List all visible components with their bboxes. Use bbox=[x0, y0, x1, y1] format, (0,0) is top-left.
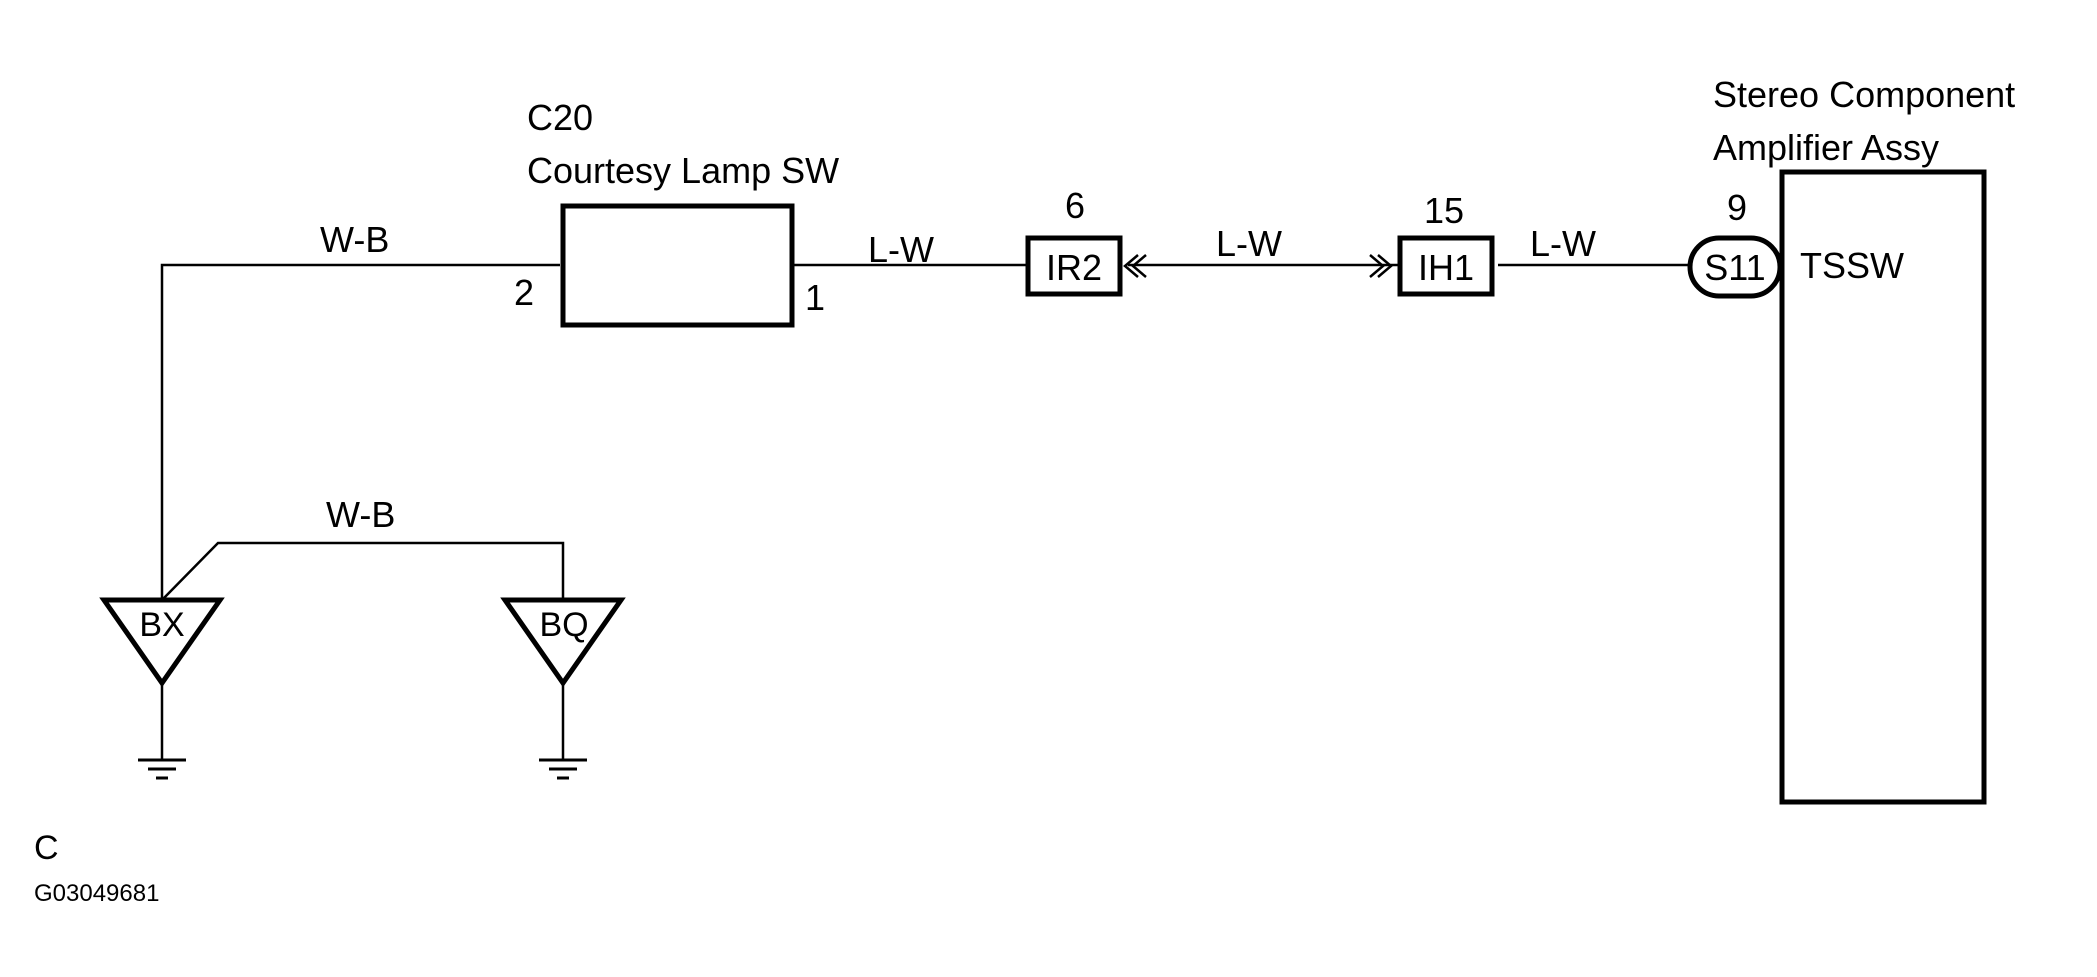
courtesy-switch-pin-left: 2 bbox=[514, 272, 534, 313]
connector-ih1 bbox=[1397, 235, 1495, 297]
ground-point-bq bbox=[500, 597, 626, 688]
footer-letter: C bbox=[34, 829, 59, 867]
amplifier-name-line2: Amplifier Assy bbox=[1713, 127, 1939, 168]
mating-arrows-ih1 bbox=[1369, 254, 1393, 278]
connector-s11 bbox=[1687, 235, 1783, 299]
courtesy-switch-pin-right: 1 bbox=[805, 277, 825, 318]
footer-code: G03049681 bbox=[34, 880, 159, 907]
connector-ih1-pin: 15 bbox=[1424, 190, 1464, 231]
amplifier-terminal-tssw: TSSW bbox=[1800, 245, 1904, 286]
amplifier-box bbox=[1779, 169, 1987, 805]
mating-arrows-ir2 bbox=[1123, 254, 1147, 278]
wire-wb-top bbox=[160, 263, 560, 600]
courtesy-switch-code: C20 bbox=[527, 97, 593, 138]
ground-bx-symbol bbox=[138, 683, 186, 780]
connector-s11-pin: 9 bbox=[1727, 187, 1747, 228]
connector-s11-label: S11 bbox=[1704, 247, 1765, 288]
connector-ir2-label: IR2 bbox=[1046, 247, 1102, 288]
wire-label-lw-1: L-W bbox=[868, 229, 934, 270]
wire-label-lw-3: L-W bbox=[1530, 223, 1596, 264]
courtesy-switch-name: Courtesy Lamp SW bbox=[527, 150, 839, 191]
wire-label-wb-bottom: W-B bbox=[326, 494, 395, 535]
wire-label-lw-2: L-W bbox=[1216, 223, 1282, 264]
courtesy-lamp-switch-box bbox=[560, 203, 795, 328]
ground-point-bx bbox=[99, 597, 225, 688]
connector-ir2 bbox=[1025, 235, 1123, 297]
amplifier-name-line1: Stereo Component bbox=[1713, 74, 2015, 115]
ground-bx-label: BX bbox=[139, 606, 184, 644]
ground-bq-symbol bbox=[539, 683, 587, 780]
wire-label-wb-top: W-B bbox=[320, 219, 389, 260]
connector-ir2-pin: 6 bbox=[1065, 185, 1085, 226]
wire-wb-bottom bbox=[161, 541, 565, 601]
ground-bq-label: BQ bbox=[539, 606, 588, 644]
connector-ih1-label: IH1 bbox=[1418, 247, 1474, 288]
